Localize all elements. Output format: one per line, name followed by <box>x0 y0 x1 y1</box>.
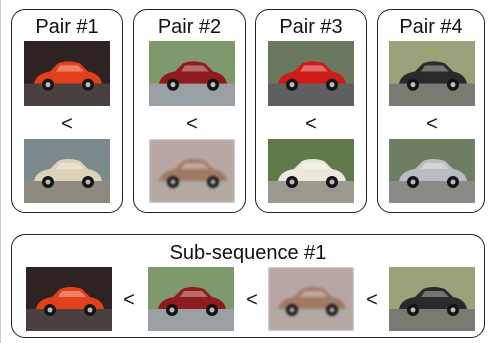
less-than-sign: < <box>305 113 317 135</box>
car-photo <box>149 139 235 203</box>
less-than-sign: < <box>426 113 438 135</box>
car-photo <box>268 267 354 331</box>
car-photo <box>268 41 354 106</box>
pair-title: Pair #3 <box>279 16 343 38</box>
car-photo <box>389 139 475 203</box>
left-edge-line <box>0 0 1 343</box>
less-than-sign: < <box>61 113 73 135</box>
less-than-sign: < <box>186 113 198 135</box>
subsequence-title: Sub-sequence #1 <box>169 242 327 264</box>
pair-title: Pair #4 <box>399 16 463 38</box>
less-than-sign: < <box>246 289 258 311</box>
car-photo <box>149 41 235 106</box>
car-photo <box>24 139 110 203</box>
car-photo <box>389 267 475 331</box>
car-photo <box>268 139 354 203</box>
car-photo <box>389 41 475 106</box>
car-photo <box>24 41 110 106</box>
less-than-sign: < <box>366 289 378 311</box>
less-than-sign: < <box>123 289 135 311</box>
car-photo <box>26 267 112 331</box>
pair-title: Pair #2 <box>157 16 222 38</box>
car-photo <box>148 267 234 331</box>
pair-title: Pair #1 <box>35 16 99 38</box>
